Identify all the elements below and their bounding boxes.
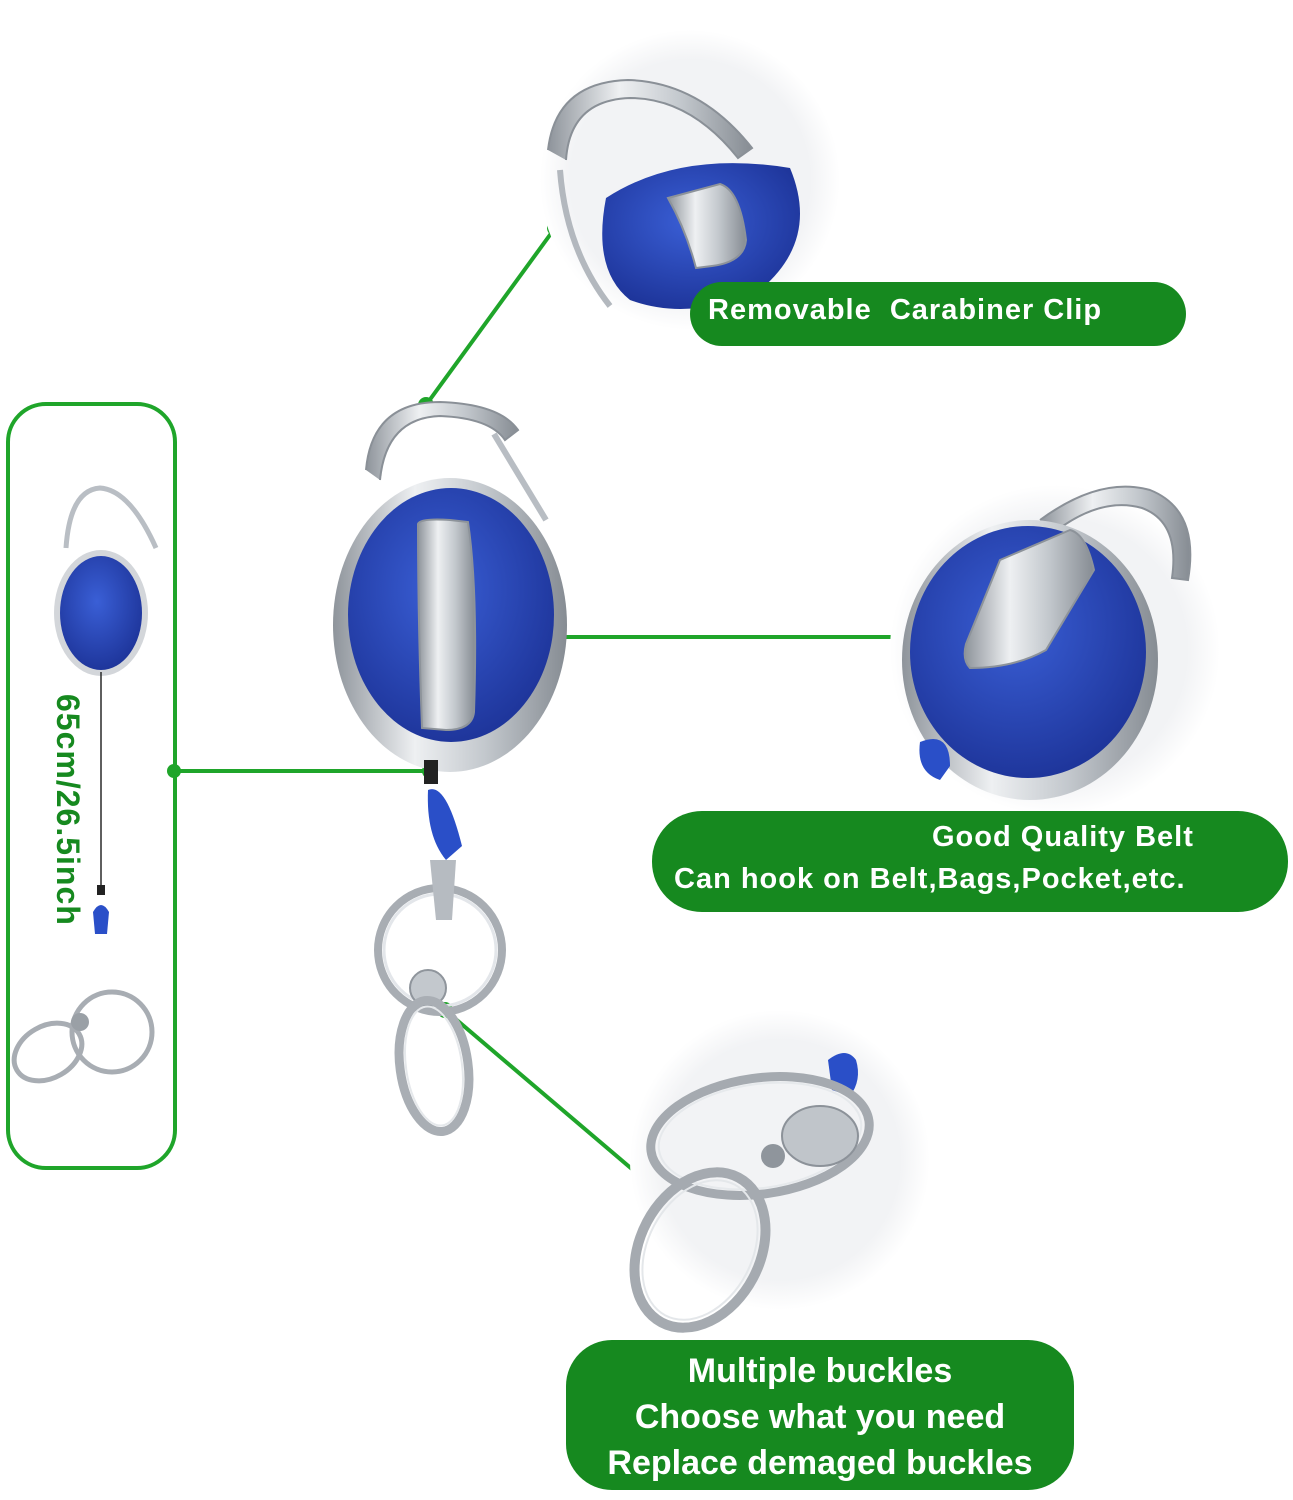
- cord-length-label: 65cm/26.5inch: [50, 694, 86, 926]
- connector-dots: [167, 220, 1022, 1206]
- carabiner-detail-image: [540, 30, 840, 330]
- small-reel-image: [11, 485, 159, 1084]
- belt-clip-detail-image: [890, 485, 1220, 815]
- buckles-callout: Multiple buckles Choose what you need Re…: [566, 1340, 1074, 1490]
- buckles-callout-line1: Multiple buckles: [687, 1352, 953, 1390]
- length-panel-frame: [6, 402, 177, 1170]
- connector-lines: [174, 226, 1014, 1200]
- connector-clip: [424, 226, 557, 407]
- belt-callout-line2: Can hook on Belt,Bags,Pocket,etc.: [674, 863, 1186, 895]
- connector-buckles: [443, 1008, 668, 1200]
- buckles-callout-line3: Replace demaged buckles: [607, 1444, 1033, 1482]
- main-reel-image: [333, 400, 567, 1137]
- belt-callout-line1: Good Quality Belt: [932, 821, 1194, 853]
- carabiner-clip-callout: Removable Carabiner Clip: [690, 282, 1186, 346]
- belt-clip-callout: Good Quality Belt Can hook on Belt,Bags,…: [652, 811, 1288, 912]
- buckles-callout-line2: Choose what you need: [634, 1398, 1006, 1436]
- rings-detail-image: [629, 1010, 930, 1333]
